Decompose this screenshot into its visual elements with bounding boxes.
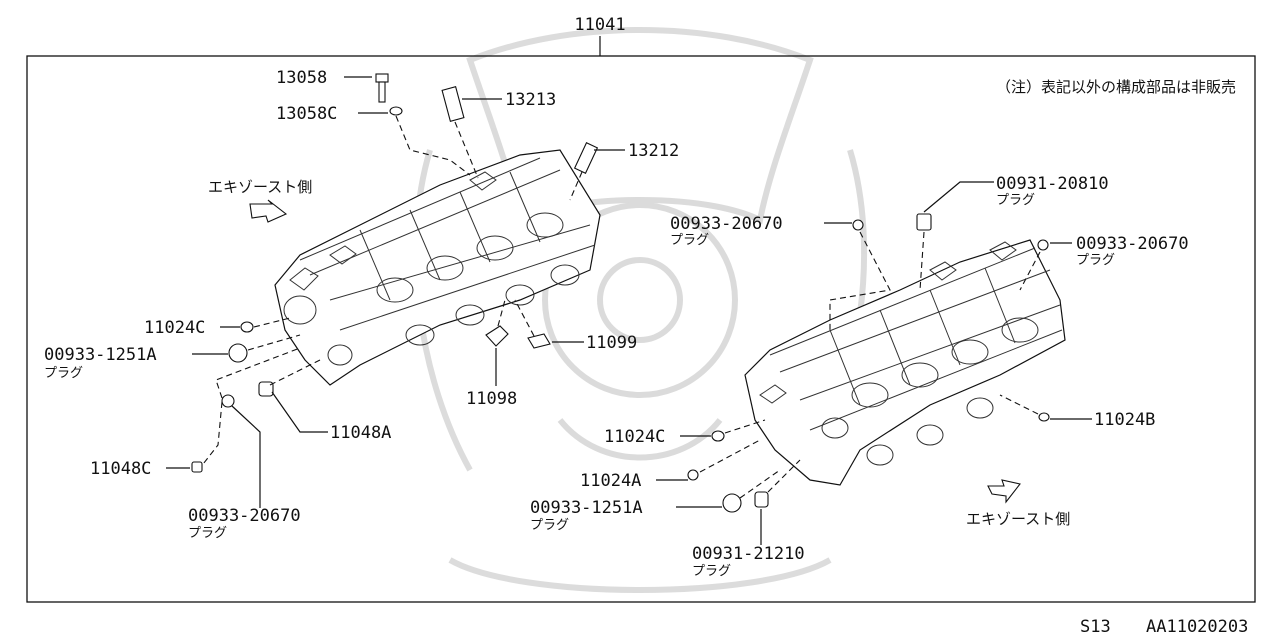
cylinder-head-left bbox=[274, 149, 601, 386]
diagram-frame bbox=[26, 55, 1256, 603]
bolt-13058 bbox=[375, 73, 389, 103]
seal-11098 bbox=[485, 325, 509, 347]
exhaust-side-right-label: エキゾースト側 bbox=[966, 510, 1070, 528]
plug-00931-20810 bbox=[916, 213, 932, 231]
washer-13058c bbox=[389, 106, 403, 116]
label-00933-1251a-left: 00933-1251A bbox=[44, 345, 157, 365]
plug-11024c-left bbox=[240, 321, 254, 333]
footer-code: AA11020203 bbox=[1146, 617, 1248, 637]
label-00933-1251a-right: 00933-1251A bbox=[530, 498, 643, 518]
label-11098: 11098 bbox=[466, 389, 517, 409]
plug-11048a bbox=[258, 381, 274, 397]
plug-00933-20670-right bbox=[1037, 239, 1049, 251]
plug-11024a bbox=[687, 469, 699, 481]
label-13212: 13212 bbox=[628, 141, 679, 161]
assembly-number-label: 11041 bbox=[574, 15, 625, 35]
label-00933-20670-left: 00933-20670 bbox=[188, 506, 301, 526]
label-00933-20670-mid: 00933-20670 bbox=[670, 214, 783, 234]
not-sold-note: （注）表記以外の構成部品は非販売 bbox=[996, 78, 1236, 96]
label-11048c: 11048C bbox=[90, 459, 151, 479]
sublabel-00933-20670-right: プラグ bbox=[1076, 253, 1115, 268]
label-11099: 11099 bbox=[586, 333, 637, 353]
plug-00933-20670-left bbox=[221, 394, 235, 408]
sublabel-00933-1251a-left: プラグ bbox=[44, 366, 83, 381]
label-11024c-left: 11024C bbox=[144, 318, 205, 338]
sublabel-00931-20810: プラグ bbox=[996, 193, 1035, 208]
sublabel-00931-21210: プラグ bbox=[692, 564, 731, 579]
label-00931-21210: 00931-21210 bbox=[692, 544, 805, 564]
plug-00931-21210 bbox=[754, 491, 769, 508]
arrow-left-icon bbox=[249, 199, 288, 223]
label-11024c-right: 11024C bbox=[604, 427, 665, 447]
footer-model: S13 bbox=[1080, 617, 1111, 637]
guide-13213 bbox=[441, 86, 465, 122]
sublabel-00933-20670-left: プラグ bbox=[188, 526, 227, 541]
label-11048a: 11048A bbox=[330, 423, 391, 443]
plug-11024b bbox=[1038, 412, 1050, 422]
plug-00933-1251a-right bbox=[722, 493, 742, 513]
plug-00933-20670-mid bbox=[852, 219, 864, 231]
cylinder-head-right bbox=[744, 239, 1066, 486]
label-13213: 13213 bbox=[505, 90, 556, 110]
sublabel-00933-20670-mid: プラグ bbox=[670, 233, 709, 248]
plug-11048c bbox=[191, 461, 203, 473]
arrow-right-icon bbox=[987, 479, 1021, 504]
plug-11024c-right bbox=[711, 430, 725, 442]
exhaust-side-left-label: エキゾースト側 bbox=[208, 178, 312, 196]
sublabel-00933-1251a-right: プラグ bbox=[530, 518, 569, 533]
gasket-11099 bbox=[527, 333, 551, 349]
label-13058: 13058 bbox=[276, 68, 327, 88]
plug-00933-1251a-left bbox=[228, 343, 248, 363]
label-11024b: 11024B bbox=[1094, 410, 1155, 430]
label-13058c: 13058C bbox=[276, 104, 337, 124]
label-00931-20810: 00931-20810 bbox=[996, 174, 1109, 194]
pin-13212 bbox=[573, 142, 599, 174]
label-11024a: 11024A bbox=[580, 471, 641, 491]
label-00933-20670-right: 00933-20670 bbox=[1076, 234, 1189, 254]
